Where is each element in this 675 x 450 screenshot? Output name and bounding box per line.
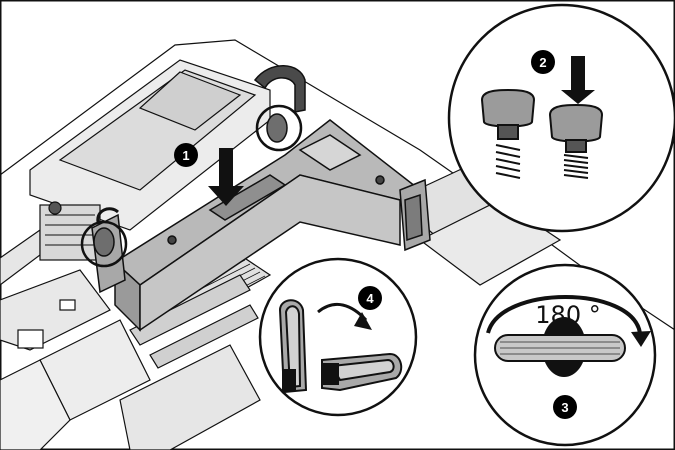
down-arrow-icon [561, 56, 595, 104]
step-number: 3 [561, 400, 568, 415]
callout-latch: 4 [258, 257, 418, 417]
step-number: 2 [539, 55, 546, 70]
spring-icon [495, 144, 521, 179]
step-badge [358, 286, 382, 310]
step-number: 1 [182, 148, 189, 163]
thumbscrew-icon [548, 103, 604, 179]
step-1-indicator: 1 [174, 143, 244, 206]
thumbscrew-icon [480, 88, 536, 179]
callout-rotate: 180 ° 3 [473, 263, 657, 447]
step-badge [553, 395, 577, 419]
latch-icon [278, 299, 308, 394]
thumbscrew-highlight-left [80, 220, 128, 268]
spring-icon [563, 154, 589, 179]
latch-icon [321, 352, 403, 392]
riser-cage [91, 65, 431, 332]
thumbscrew-highlight-right [255, 104, 303, 152]
curved-arrow-icon [486, 295, 642, 334]
step-badge [531, 50, 555, 74]
step-badge [174, 143, 198, 167]
step-number: 4 [366, 291, 374, 306]
callout-thumbscrews: 2 [447, 3, 675, 233]
down-arrow-icon [208, 148, 244, 206]
